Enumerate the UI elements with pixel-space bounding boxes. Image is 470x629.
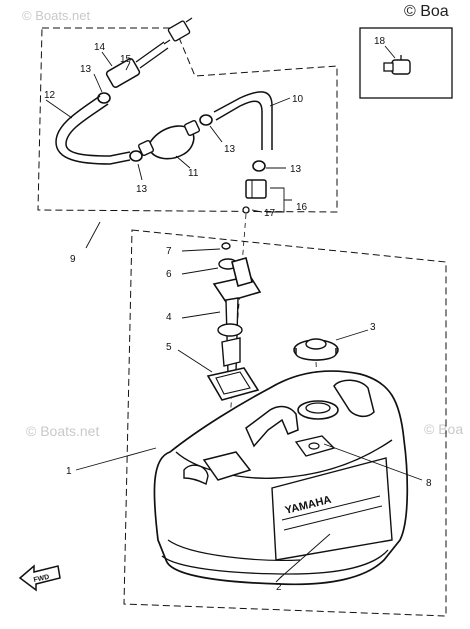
callout-14: 14 [94, 42, 106, 53]
watermark-right: © Boa [424, 421, 463, 437]
fuel-hose-10 [213, 91, 273, 150]
inset-box-part-18 [359, 27, 453, 99]
callout-13b: 13 [136, 184, 148, 195]
hose-assembly-box [37, 27, 338, 213]
callout-4: 4 [166, 312, 172, 323]
hose-clamp-13-upper [97, 92, 111, 104]
screw-part-7 [221, 242, 231, 250]
fuel-pickup-part-4 [212, 257, 262, 375]
callout-12: 12 [44, 90, 56, 101]
watermark-left: © Boats.net [26, 423, 99, 439]
callout-11: 11 [188, 168, 199, 179]
callout-7: 7 [166, 246, 172, 257]
callout-13c: 13 [224, 144, 236, 155]
callout-17: 17 [264, 208, 276, 219]
watermark-top-right: © Boa [404, 3, 449, 20]
connector-part-15 [105, 41, 169, 88]
hose-clamp-13-middle [199, 114, 213, 126]
connector-top [163, 17, 193, 45]
tank-assembly-box [123, 229, 447, 617]
callout-3: 3 [370, 322, 376, 333]
callout-2: 2 [276, 582, 282, 593]
fuel-tank-part-1 [153, 370, 409, 586]
connector-part-16 [242, 179, 267, 214]
callout-10: 10 [292, 94, 304, 105]
callout-1: 1 [66, 466, 72, 477]
callout-13d: 13 [290, 164, 302, 175]
hose-clamp-13-lower [129, 150, 143, 162]
callout-16: 16 [296, 202, 308, 213]
connector-part-18 [383, 55, 411, 75]
callout-15: 15 [120, 54, 132, 65]
hose-clamp-13-right [252, 160, 266, 172]
callout-18: 18 [374, 36, 386, 47]
callout-6: 6 [166, 269, 172, 280]
callout-5: 5 [166, 342, 172, 353]
callout-13a: 13 [80, 64, 92, 75]
gasket-part-5 [206, 367, 260, 401]
fuel-hose-12 [55, 95, 131, 165]
watermark-top-faint: © Boats.net [22, 8, 91, 23]
filler-cap-part-3 [293, 338, 339, 361]
callout-9: 9 [70, 254, 76, 265]
forward-direction-badge [18, 564, 61, 592]
callout-8: 8 [426, 478, 432, 489]
forward-badge-label: FWD [33, 574, 50, 584]
primer-bulb-11 [137, 119, 201, 160]
